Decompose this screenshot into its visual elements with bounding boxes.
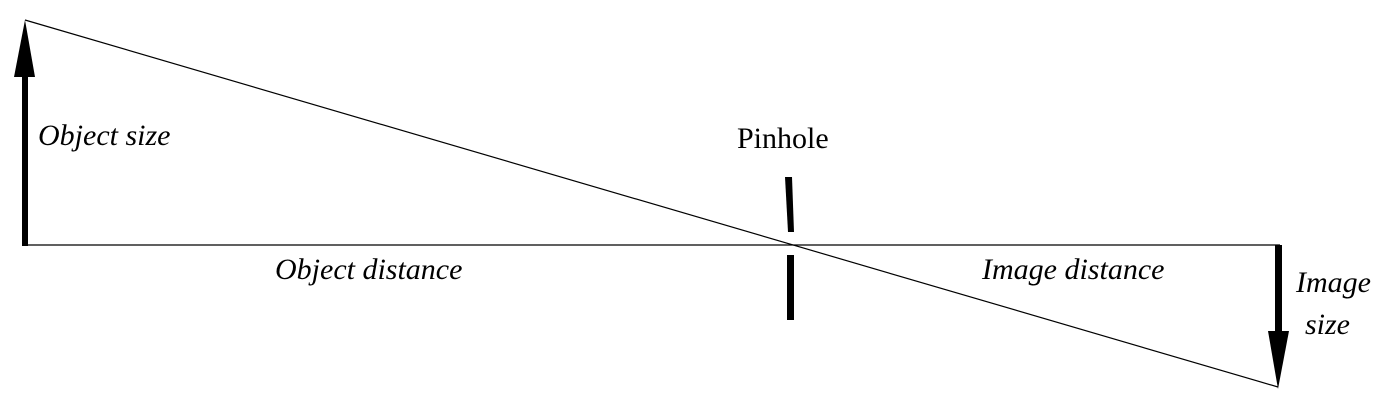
pinhole-barrier [785,177,794,320]
image-distance-label: Image distance [981,253,1164,286]
image-arrow [1268,245,1289,389]
object-arrow [14,20,35,246]
object-size-label: Object size [38,119,170,152]
object-distance-label: Object distance [275,253,462,286]
light-ray [24,19,1279,388]
image-size-label-line2: size [1305,308,1350,341]
pinhole-label: Pinhole [737,122,829,155]
image-size-label-line1: Image [1295,266,1371,299]
